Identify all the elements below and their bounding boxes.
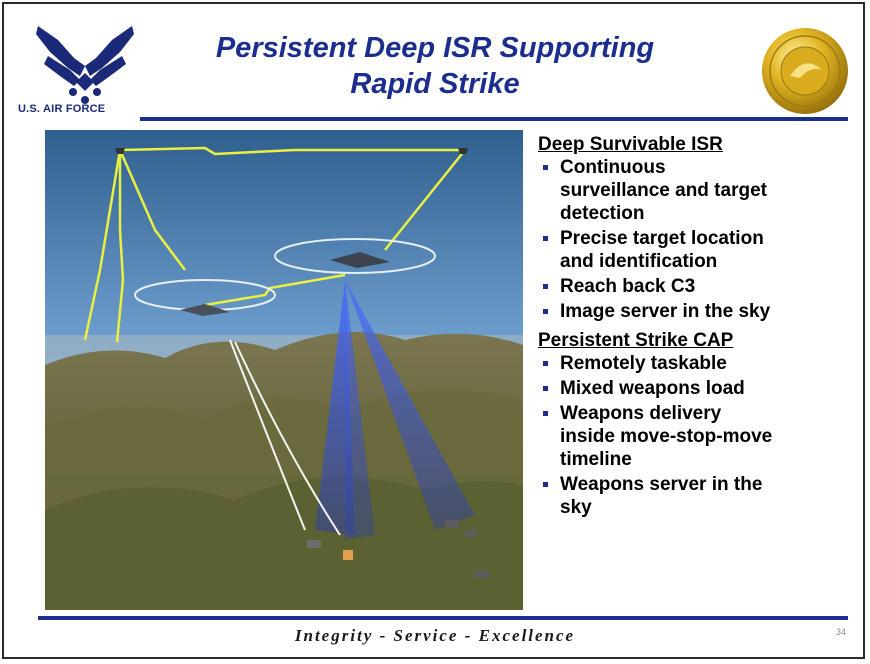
- bullet-text: Weapons server in the: [560, 474, 763, 495]
- bullet-text: sky: [560, 497, 592, 518]
- title-line-1: Persistent Deep ISR Supporting: [215, 32, 655, 64]
- list-item: Weapons server in the sky: [538, 473, 858, 519]
- page-number: 34: [836, 627, 847, 637]
- deep-isr-list: Continuous surveillance and target detec…: [538, 156, 858, 323]
- footer-rule: [38, 616, 848, 620]
- list-item: Reach back C3: [538, 275, 858, 298]
- list-item: Image server in the sky: [538, 300, 858, 323]
- bullet-content: Deep Survivable ISR Continuous surveilla…: [538, 133, 858, 521]
- logo-text: U.S. AIR FORCE: [18, 103, 106, 115]
- bullet-text: inside move-stop-move: [560, 426, 773, 447]
- list-item: Mixed weapons load: [538, 377, 858, 400]
- list-item: Weapons delivery inside move-stop-move t…: [538, 402, 858, 471]
- bullet-text: Mixed weapons load: [560, 378, 745, 399]
- slide-title: Persistent Deep ISR Supporting Rapid Str…: [180, 30, 690, 102]
- bullet-text: Continuous: [560, 157, 666, 178]
- list-item: Precise target location and identificati…: [538, 227, 858, 273]
- bullet-text: and identification: [560, 251, 718, 272]
- bullet-text: Remotely taskable: [560, 353, 727, 374]
- list-item: Remotely taskable: [538, 352, 858, 375]
- bullet-text: timeline: [560, 449, 632, 470]
- bullet-text: Image server in the sky: [560, 301, 771, 322]
- bullet-text: surveillance and target: [560, 180, 767, 201]
- air-force-logo-icon: [36, 26, 134, 104]
- bullet-text: Reach back C3: [560, 276, 696, 297]
- gold-seal-icon: [762, 28, 848, 114]
- section-heading-strike-cap: Persistent Strike CAP: [538, 330, 734, 351]
- section-heading-deep-isr: Deep Survivable ISR: [538, 134, 723, 155]
- bullet-text: Precise target location: [560, 228, 764, 249]
- title-line-2: Rapid Strike: [350, 68, 520, 100]
- isr-strike-illustration: [45, 130, 523, 610]
- bullet-text: detection: [560, 203, 645, 224]
- header-rule: [140, 117, 848, 121]
- strike-cap-list: Remotely taskable Mixed weapons load Wea…: [538, 352, 858, 519]
- list-item: Continuous surveillance and target detec…: [538, 156, 858, 225]
- bullet-text: Weapons delivery: [560, 403, 722, 424]
- footer-motto: Integrity - Service - Excellence: [294, 626, 576, 645]
